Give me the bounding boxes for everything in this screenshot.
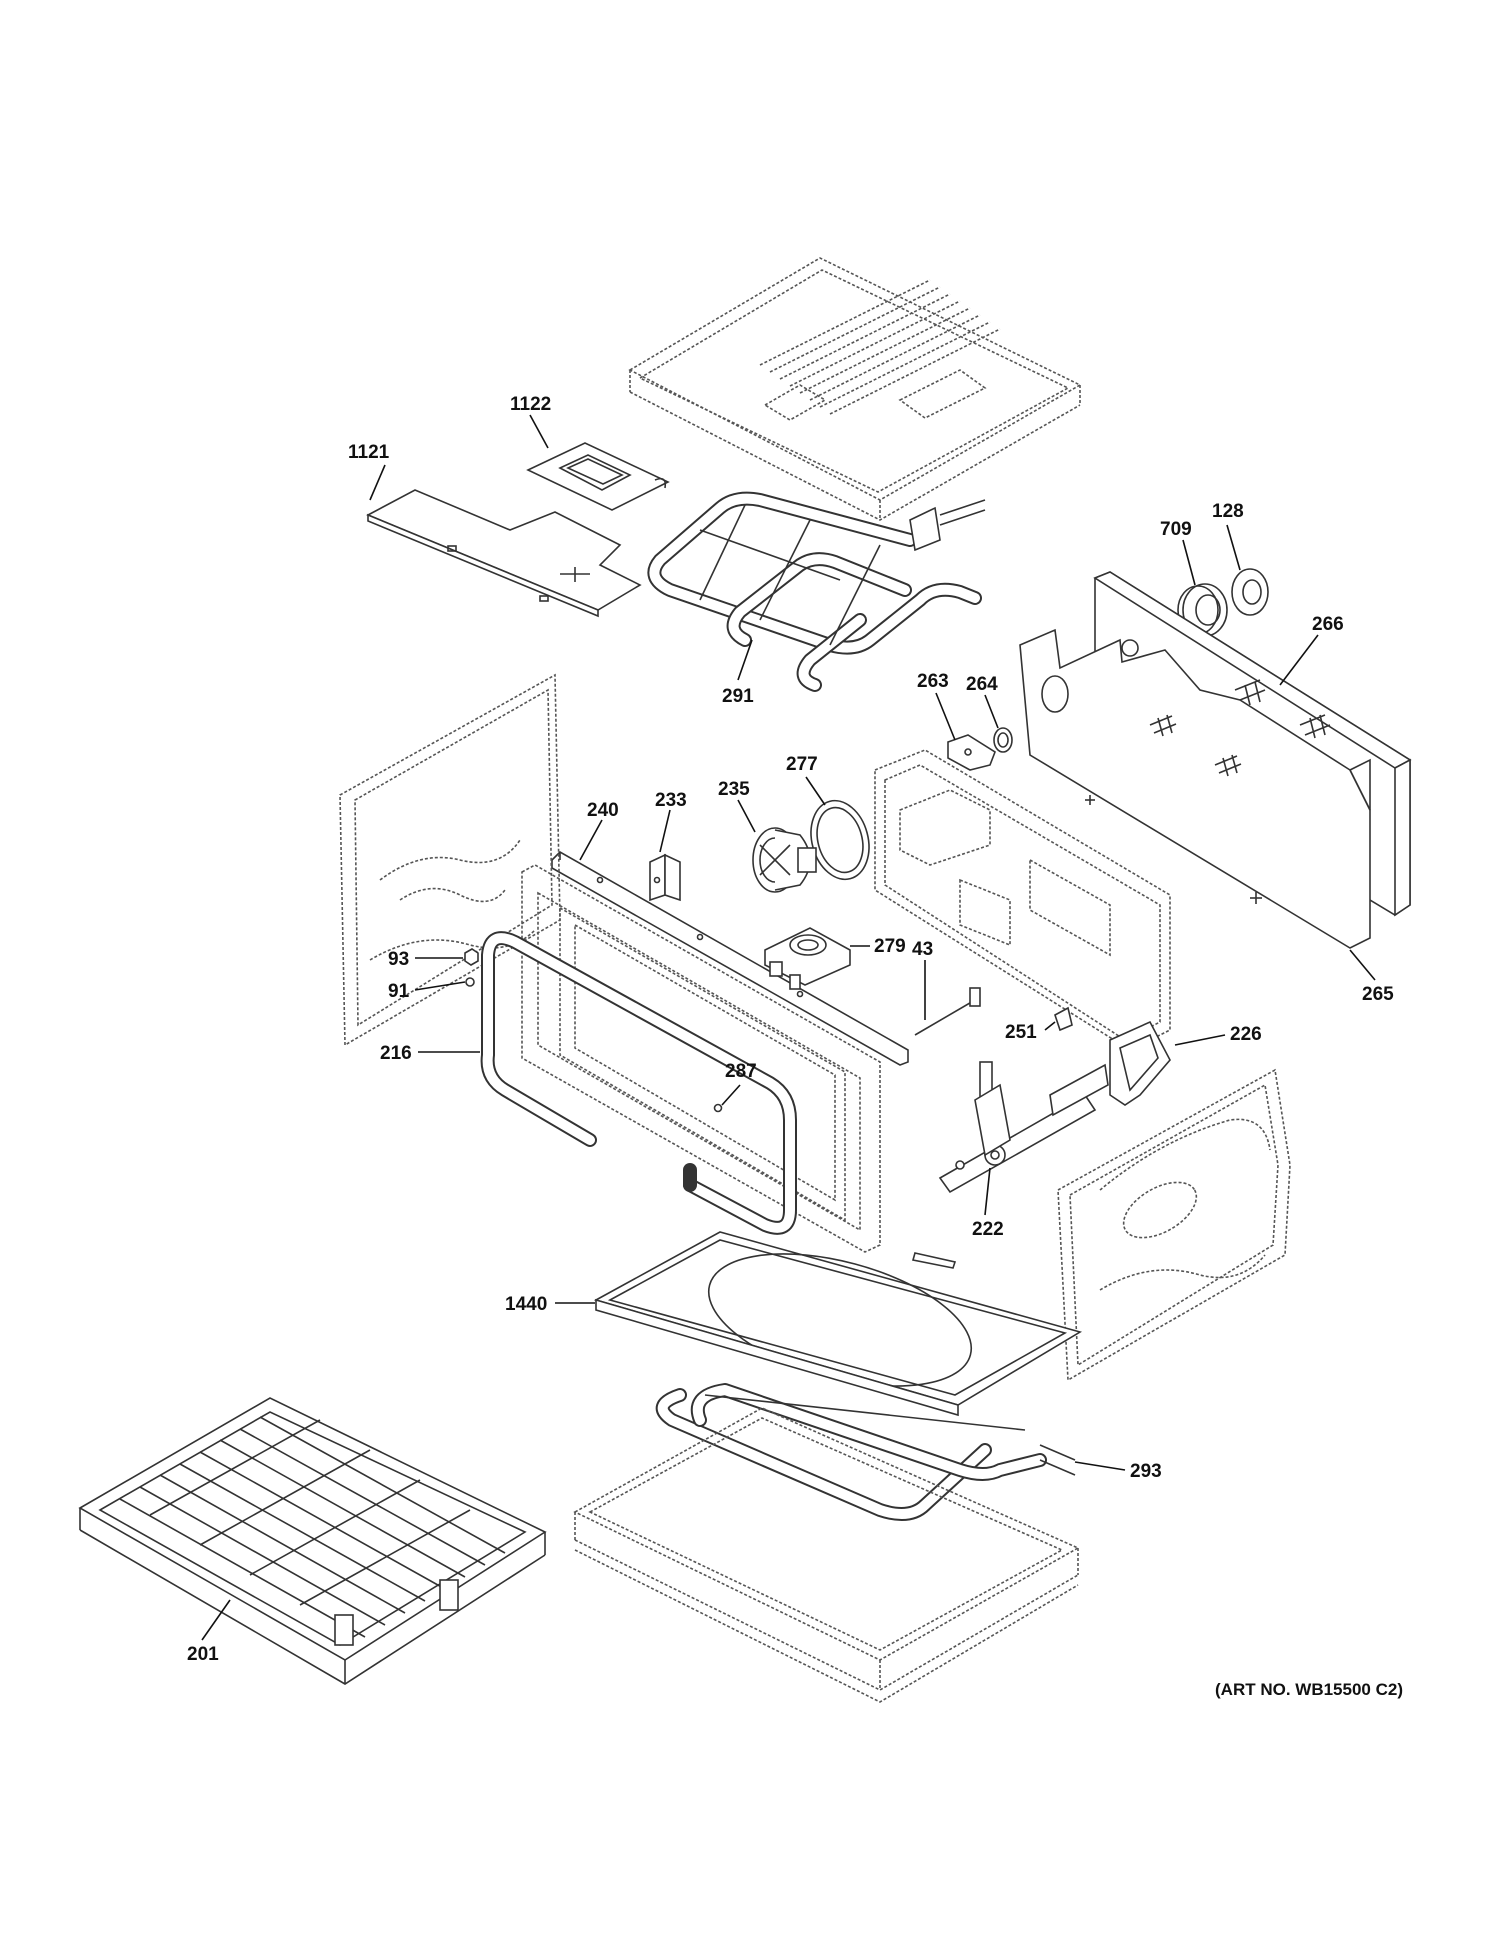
label-1122: 1122 bbox=[510, 394, 551, 415]
label-264: 264 bbox=[966, 674, 998, 695]
nut-93 bbox=[464, 948, 479, 966]
clip-251 bbox=[1054, 1006, 1073, 1032]
label-201: 201 bbox=[187, 1644, 219, 1665]
bracket-240 bbox=[551, 851, 909, 1066]
insulation-sheet-1121 bbox=[366, 489, 642, 618]
art-number: (ART NO. WB15500 C2) bbox=[1215, 1680, 1403, 1699]
label-287: 287 bbox=[725, 1061, 757, 1082]
bracket-plate-1122 bbox=[526, 442, 670, 511]
part-labels: 1122 1121 291 709 128 266 264 263 277 23… bbox=[187, 394, 1403, 1699]
top-panel-drawing bbox=[628, 257, 1082, 521]
insulation-265 bbox=[1019, 628, 1371, 949]
hinge-222 bbox=[938, 1061, 1109, 1194]
heating-element-291 bbox=[647, 491, 986, 692]
label-263: 263 bbox=[917, 671, 949, 692]
label-226: 226 bbox=[1230, 1024, 1262, 1045]
label-222: 222 bbox=[972, 1219, 1004, 1240]
label-128: 128 bbox=[1212, 501, 1244, 522]
door-glass-1440 bbox=[593, 1231, 1083, 1417]
gasket-277 bbox=[810, 799, 870, 881]
label-265: 265 bbox=[1362, 984, 1394, 1005]
gasket-ring-128 bbox=[1231, 568, 1269, 616]
sensor-43 bbox=[914, 987, 981, 1036]
label-216: 216 bbox=[380, 1043, 412, 1064]
convection-motor-235 bbox=[752, 827, 817, 893]
oven-rack-201 bbox=[78, 1397, 547, 1685]
label-1440: 1440 bbox=[505, 1294, 547, 1315]
catalyst-264 bbox=[993, 727, 1013, 753]
label-291: 291 bbox=[722, 686, 754, 707]
label-93: 93 bbox=[388, 949, 409, 970]
fan-shroud-709 bbox=[1177, 583, 1228, 637]
label-233: 233 bbox=[655, 790, 687, 811]
label-277: 277 bbox=[786, 754, 818, 775]
leader-lines bbox=[201, 414, 1376, 1641]
label-266: 266 bbox=[1312, 614, 1344, 635]
door-gasket-216 bbox=[480, 931, 797, 1235]
oven-cavity-frame bbox=[521, 864, 881, 1253]
left-side-panel bbox=[339, 673, 561, 1047]
label-240: 240 bbox=[587, 800, 619, 821]
screw-91 bbox=[465, 977, 475, 987]
label-91: 91 bbox=[388, 981, 410, 1002]
label-235: 235 bbox=[718, 779, 750, 800]
screw-287 bbox=[713, 1103, 723, 1113]
label-279: 279 bbox=[874, 936, 906, 957]
bake-element-293 bbox=[655, 1383, 1076, 1521]
right-side-panel bbox=[1057, 1068, 1291, 1382]
label-293: 293 bbox=[1130, 1461, 1162, 1482]
label-1121: 1121 bbox=[348, 442, 390, 463]
label-251: 251 bbox=[1005, 1022, 1037, 1043]
bracket-233 bbox=[649, 853, 681, 902]
oven-floor bbox=[573, 1407, 1080, 1703]
label-43: 43 bbox=[912, 939, 933, 960]
shield-226 bbox=[1109, 1020, 1171, 1106]
label-709: 709 bbox=[1160, 519, 1192, 540]
bracket-263 bbox=[947, 734, 996, 771]
switch-279 bbox=[764, 927, 851, 990]
rear-wall-panel bbox=[874, 749, 1171, 1051]
